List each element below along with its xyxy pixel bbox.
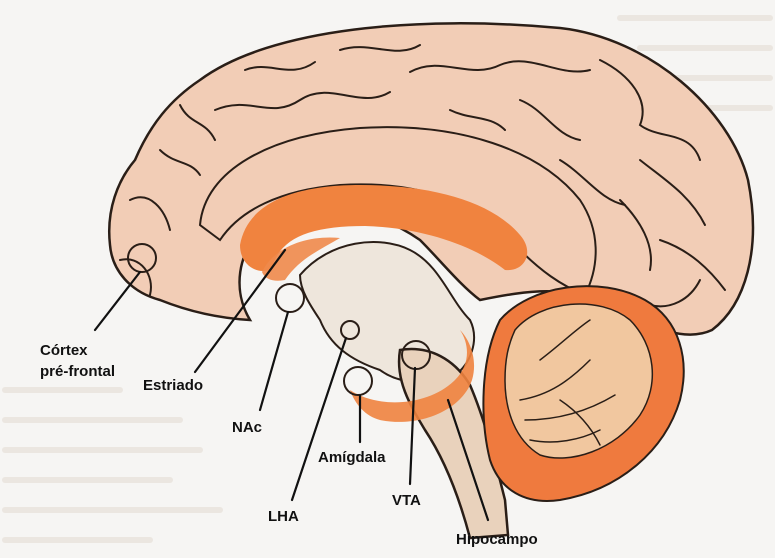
leader-nac [260,312,288,410]
leader-cortex [95,272,140,330]
nac-circle [276,284,304,312]
label-hipocampo: Hipocampo [456,531,538,548]
label-cortex-line1: Córtex [40,342,88,359]
label-lha: LHA [268,508,299,525]
label-vta: VTA [392,492,421,509]
amygdala-circle [344,367,372,395]
label-amigdala: Amígdala [318,449,386,466]
label-cortex-line2: pré-frontal [40,363,115,380]
label-estriado: Estriado [143,377,203,394]
leader-lha [292,338,346,500]
label-nac: NAc [232,419,262,436]
